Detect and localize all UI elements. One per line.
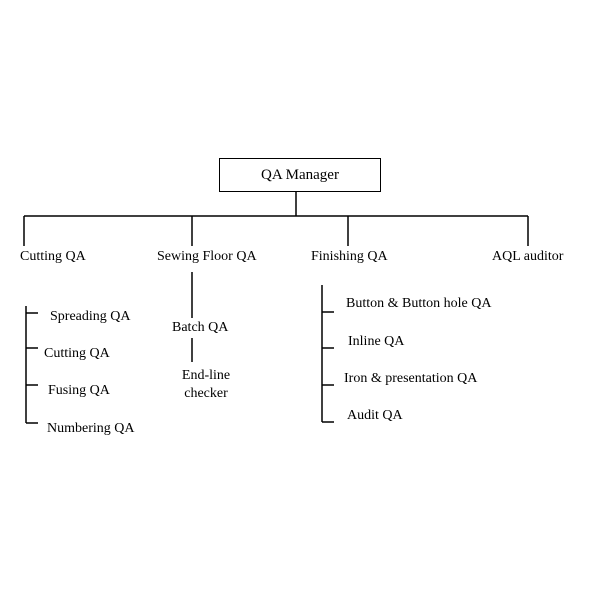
node-numbering-qa: Numbering QA	[47, 421, 135, 436]
node-finishing-qa: Finishing QA	[311, 249, 388, 264]
node-iron-presentation-qa: Iron & presentation QA	[344, 371, 478, 386]
node-qa-manager: QA Manager	[219, 158, 381, 192]
node-cutting-qa-child: Cutting QA	[44, 346, 110, 361]
node-qa-manager-label: QA Manager	[261, 166, 339, 183]
node-end-line-checker: End-line checker	[181, 368, 231, 401]
node-inline-qa: Inline QA	[348, 334, 405, 349]
node-fusing-qa: Fusing QA	[48, 383, 110, 398]
node-button-hole-qa: Button & Button hole QA	[346, 296, 492, 311]
node-batch-qa: Batch QA	[172, 320, 229, 335]
node-spreading-qa: Spreading QA	[50, 309, 131, 324]
node-audit-qa: Audit QA	[347, 408, 403, 423]
node-cutting-qa: Cutting QA	[20, 249, 86, 264]
node-aql-auditor: AQL auditor	[492, 249, 564, 264]
node-sewing-floor-qa: Sewing Floor QA	[157, 249, 257, 264]
